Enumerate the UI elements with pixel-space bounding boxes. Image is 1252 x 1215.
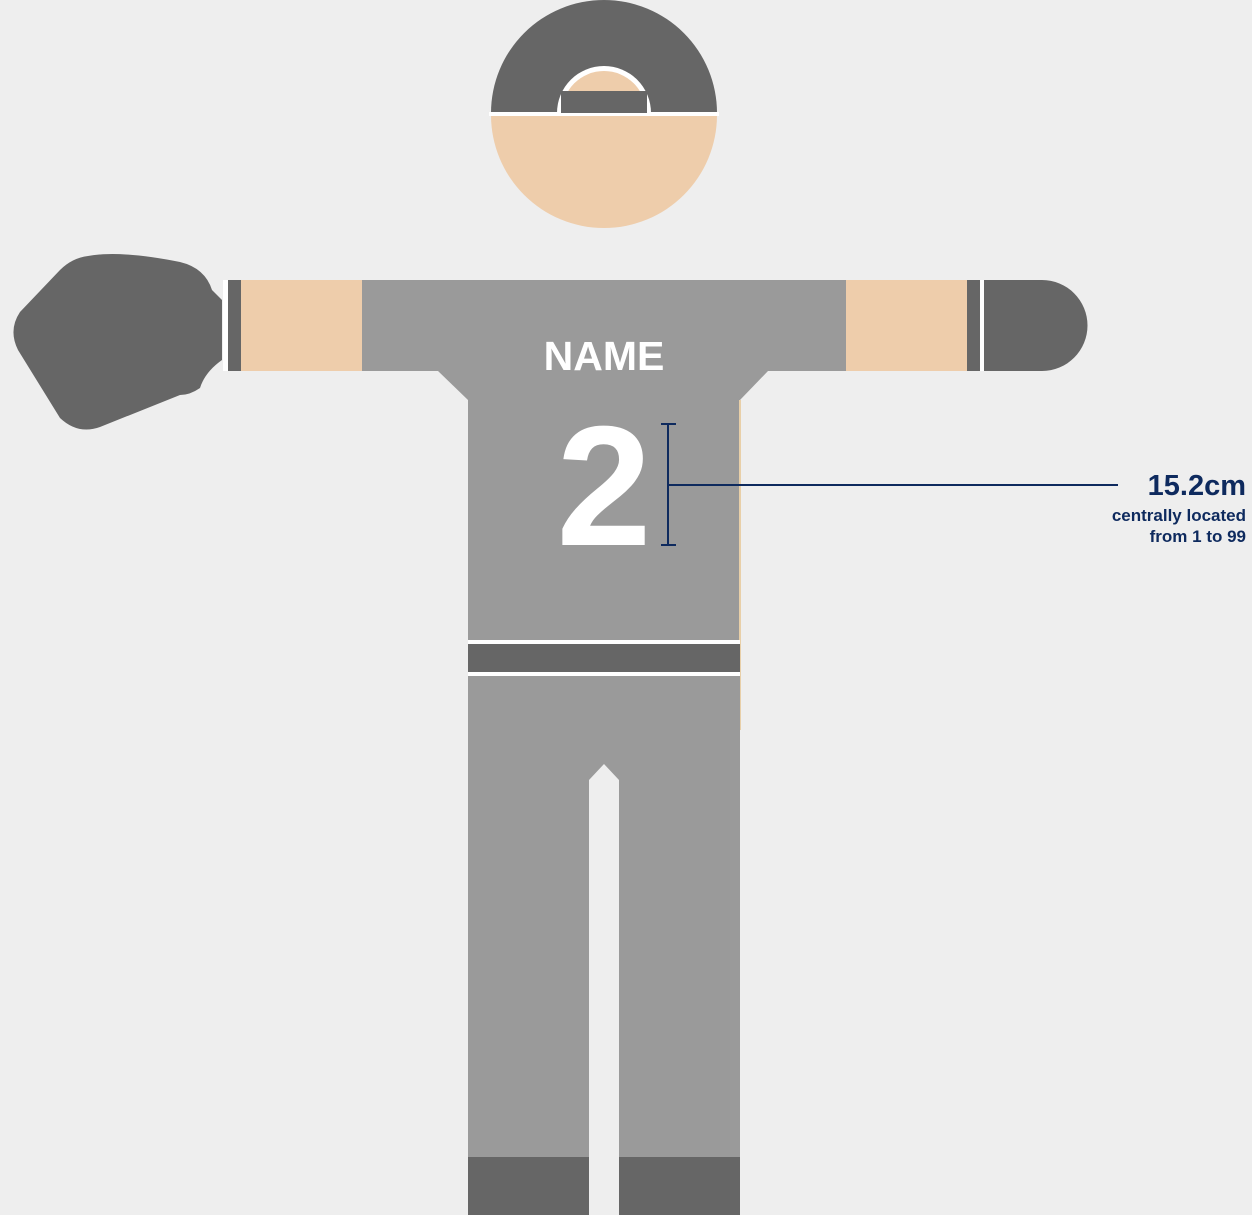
cap-opening-band — [561, 91, 647, 113]
belt-band — [468, 644, 740, 672]
measurement-note: centrally located from 1 to 99 — [1112, 505, 1246, 547]
jersey-number: 2 — [556, 391, 651, 582]
right-wristband — [967, 280, 981, 371]
left-wristband — [228, 280, 241, 371]
belt-line-top — [468, 640, 740, 644]
left-arm — [13, 254, 362, 430]
right-forearm — [846, 280, 967, 371]
face — [491, 115, 717, 228]
measurement-note-line1: centrally located — [1112, 506, 1246, 525]
pants — [468, 676, 740, 1215]
right-arm — [846, 280, 1088, 371]
measurement-note-line2: from 1 to 99 — [1150, 527, 1246, 546]
right-hand — [984, 280, 1088, 371]
left-sock — [468, 1157, 589, 1215]
baseball-glove — [13, 254, 222, 430]
belt — [468, 640, 740, 676]
measurement-value: 15.2cm — [1148, 470, 1246, 502]
jersey-name: NAME — [544, 333, 665, 379]
left-forearm — [241, 280, 362, 371]
head — [489, 0, 719, 228]
belt-line-bottom — [468, 672, 740, 676]
right-sock — [619, 1157, 740, 1215]
